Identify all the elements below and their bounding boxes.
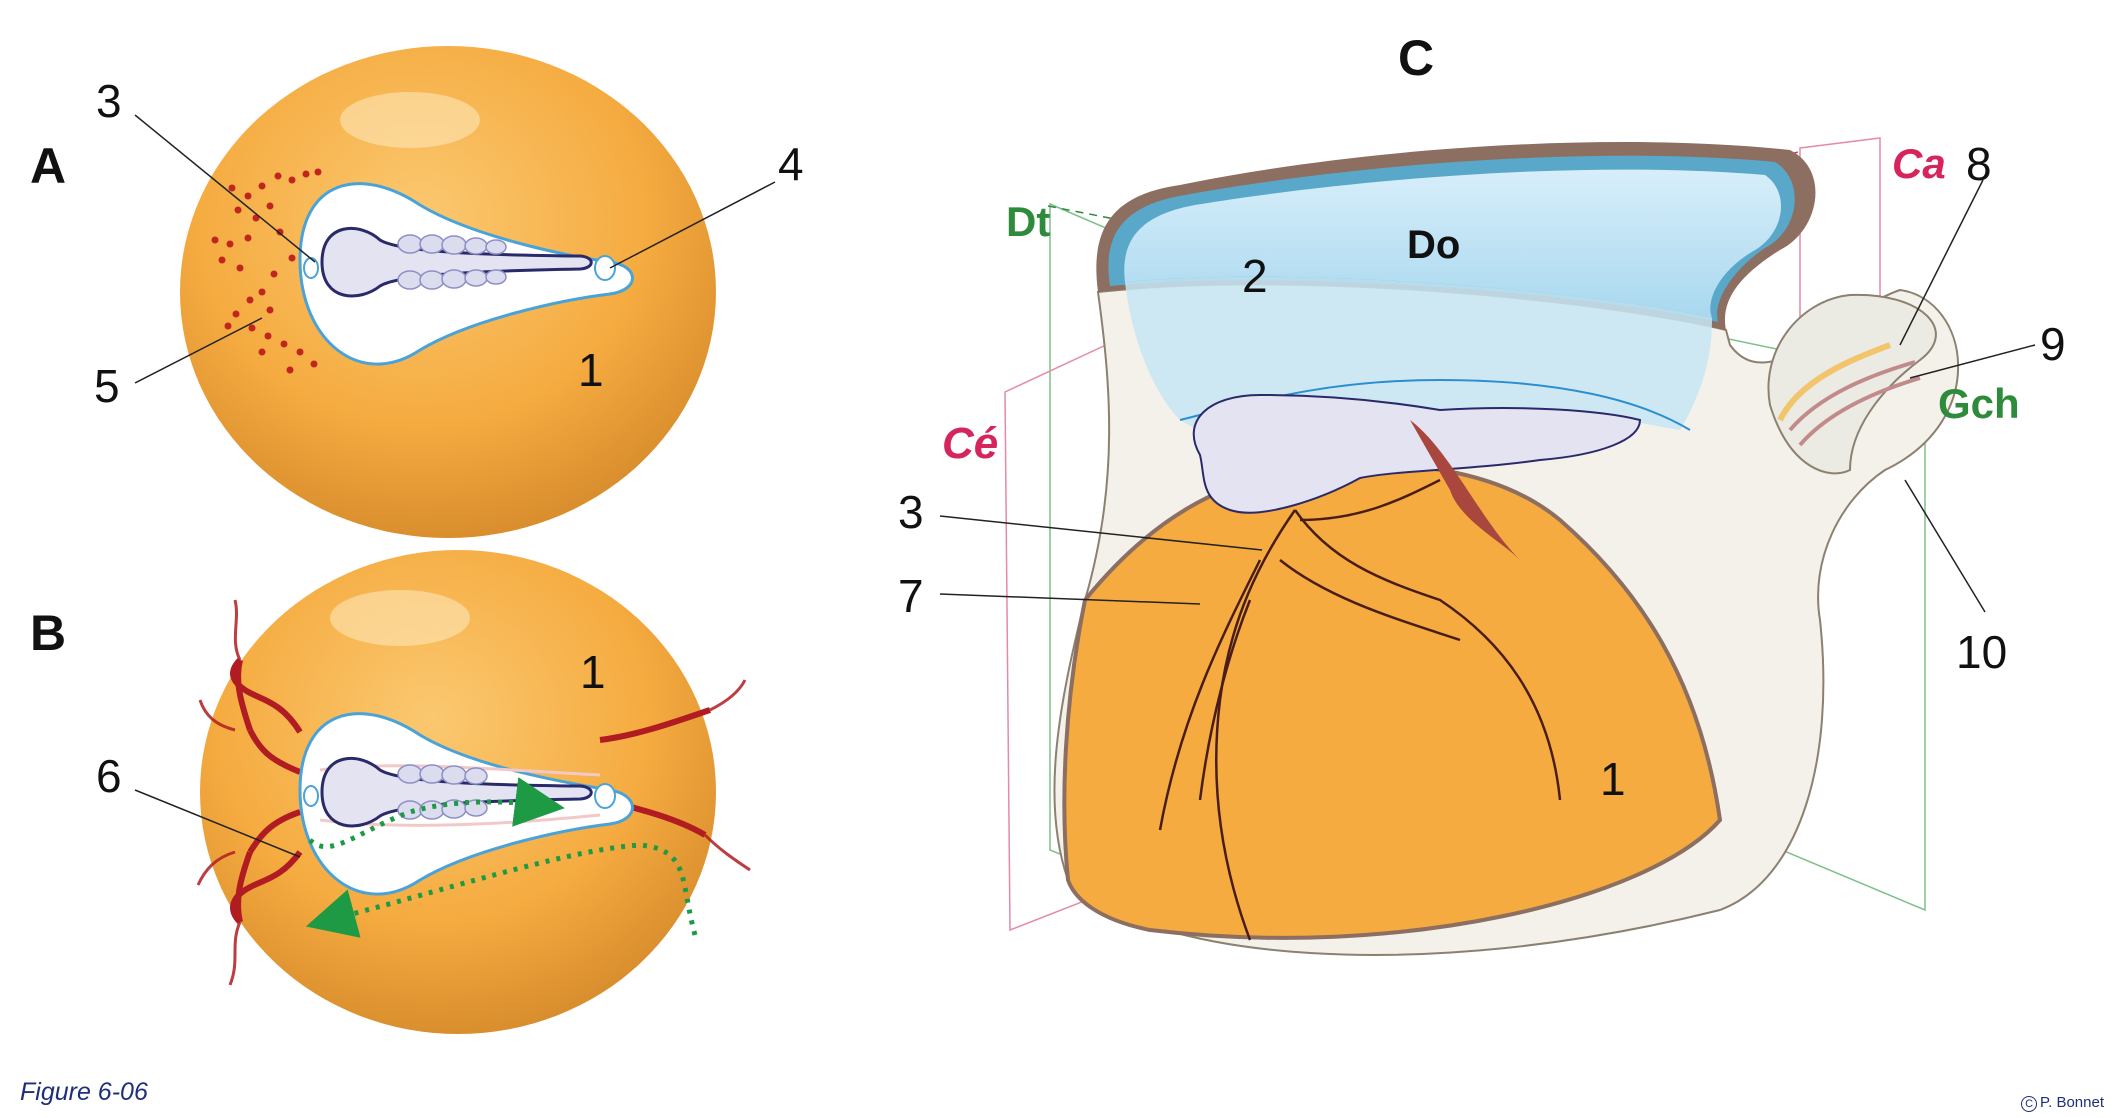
- label-1-a: 1: [578, 344, 604, 396]
- embryo-c: [1192, 393, 1642, 514]
- label-3-a: 3: [96, 75, 122, 127]
- label-8-c: 8: [1966, 138, 1992, 190]
- label-1-c: 1: [1600, 753, 1626, 805]
- plane-label-ca: Ca: [1892, 140, 1946, 187]
- vitelline-vessels-c: [1158, 478, 1562, 941]
- plane-label-dt: Dt: [1006, 198, 1050, 245]
- somites-a: [397, 234, 507, 290]
- label-10-c: 10: [1956, 626, 2007, 678]
- label-1-b: 1: [580, 646, 606, 698]
- figure-caption: Figure 6-06: [20, 1078, 148, 1106]
- label-2-c: 2: [1242, 250, 1268, 302]
- panel-b-title: B: [30, 605, 66, 661]
- label-do-c: Do: [1407, 223, 1460, 267]
- amniotic-cavity: [1124, 169, 1782, 318]
- panel-b: [134, 550, 751, 1034]
- embryo-a: [320, 227, 593, 298]
- credit-text: P. Bonnet: [2040, 1094, 2104, 1111]
- plane-label-ce: Cé: [942, 419, 998, 468]
- panel-a-title: A: [30, 138, 66, 194]
- somites-b: [397, 764, 488, 820]
- panel-a: [134, 46, 776, 538]
- blood-islands: [211, 168, 322, 374]
- label-6-b: 6: [96, 750, 122, 802]
- label-4-a: 4: [778, 138, 804, 190]
- label-5-a: 5: [94, 360, 120, 412]
- circulation-arrow-inner: [308, 777, 565, 850]
- panel-c: [939, 137, 2036, 956]
- panel-c-title: C: [1398, 30, 1434, 86]
- label-9-c: 9: [2040, 318, 2066, 370]
- label-7-c: 7: [898, 570, 924, 622]
- copyright-icon: C: [2021, 1096, 2038, 1112]
- label-3-c: 3: [898, 486, 924, 538]
- plane-label-gch: Gch: [1938, 380, 2020, 427]
- embryo-b: [320, 757, 593, 828]
